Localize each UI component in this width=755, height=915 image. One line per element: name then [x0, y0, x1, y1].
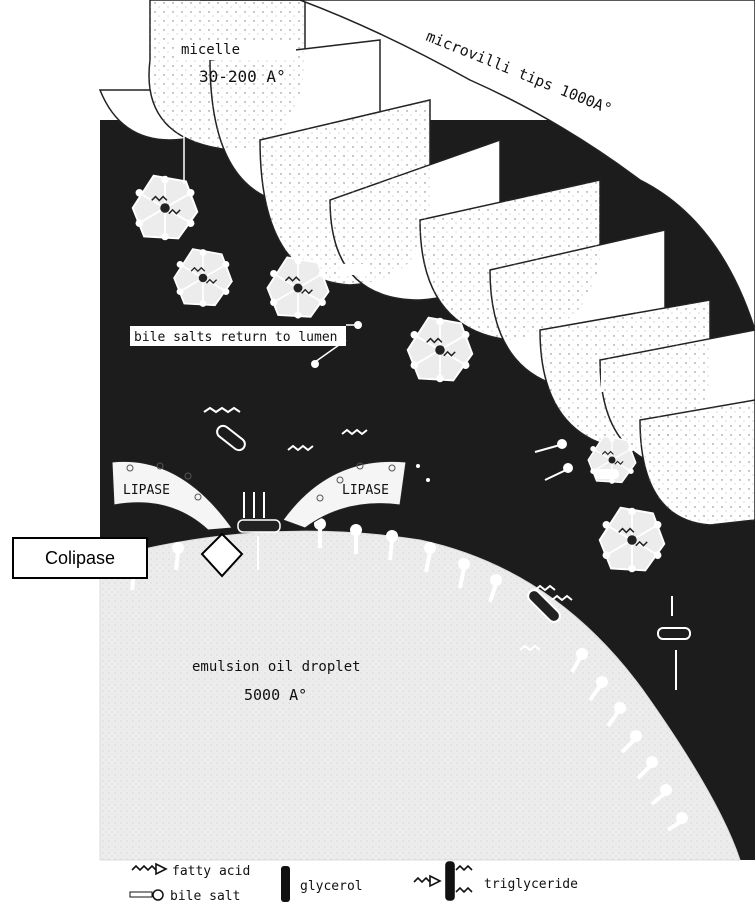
glycerol-symbol	[281, 866, 290, 902]
bile-return-label: bile salts return to lumen	[134, 330, 338, 345]
legend-triglyceride: triglyceride	[484, 877, 578, 892]
triglyceride-symbol	[414, 862, 472, 900]
legend-bile-salt: bile salt	[170, 889, 240, 904]
legend-fatty-acid: fatty acid	[172, 864, 250, 879]
lipase-left-label: LIPASE	[123, 483, 170, 498]
droplet-size-label: 5000 A°	[244, 686, 307, 704]
colipase-label-box: Colipase	[12, 537, 148, 579]
legend-glycerol: glycerol	[300, 879, 363, 894]
lipase-right-label: LIPASE	[342, 483, 389, 498]
droplet-label: emulsion oil droplet	[192, 659, 361, 675]
legend: fatty acid bile salt glycerol triglyceri…	[130, 862, 578, 904]
micelle-label: micelle	[181, 42, 240, 58]
bile-salt-symbol	[130, 890, 163, 900]
fatty-acid-symbol	[132, 864, 166, 874]
colipase-label: Colipase	[45, 548, 115, 569]
micelle-size-label: 30-200 A°	[199, 67, 286, 86]
